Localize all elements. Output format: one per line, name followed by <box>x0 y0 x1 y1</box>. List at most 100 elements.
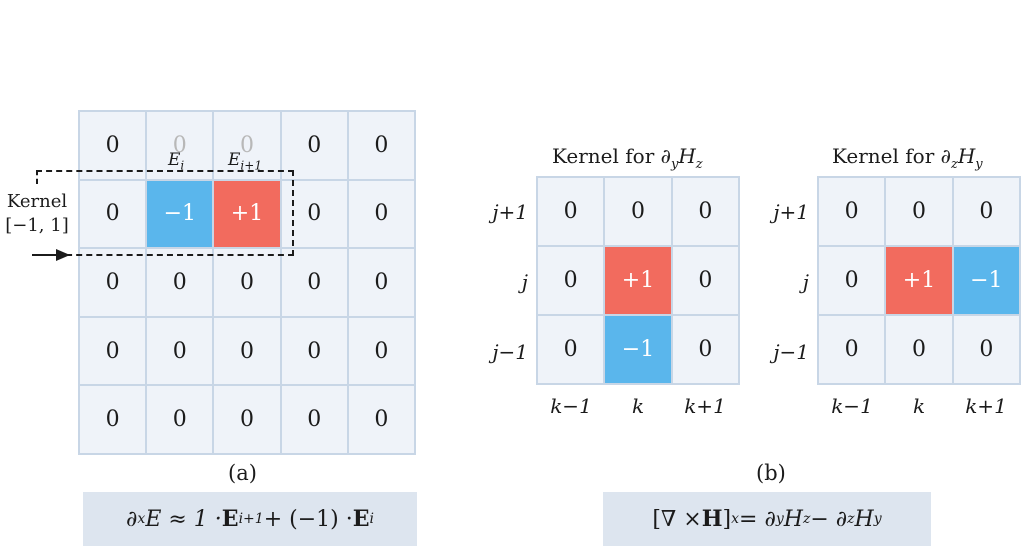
grid-a: 0 0 0 0 0 0 −1 +1 0 0 0 0 0 0 0 0 0 0 0 … <box>78 110 416 455</box>
kernel2-cell: 0 <box>953 178 1019 245</box>
grid-a-cell: 0 <box>80 180 146 248</box>
grid-a-cell-negative: −1 <box>147 180 213 248</box>
kernel2-cell: 0 <box>819 316 885 383</box>
formula-b-t2-sub: y <box>873 511 882 527</box>
kernel1-row-label: j+1 <box>492 200 528 224</box>
kernel1-col-label: k+1 <box>684 394 726 418</box>
kernel1-cell-positive: +1 <box>605 247 671 314</box>
kernel-label: Kernel [−1, 1] <box>2 190 72 238</box>
formula-a-partial-sub: x <box>137 511 146 527</box>
kernel1-cell: 0 <box>672 247 738 314</box>
kernel2-title-var: H <box>957 144 976 168</box>
kernel1-cell: 0 <box>538 316 604 383</box>
kernel2-title-sub: z <box>950 157 958 172</box>
kernel2-title-var-sub: y <box>975 157 983 172</box>
formula-a-partial: ∂ <box>126 506 138 532</box>
kernel1-cell: 0 <box>605 178 671 245</box>
grid-a-cell: 0 <box>80 249 146 316</box>
kernel2-title: Kernel for ∂zHy <box>832 144 983 172</box>
kernel1-col-label: k−1 <box>550 394 592 418</box>
formula-b-open: [∇ × <box>652 506 702 532</box>
kernel1-cell: 0 <box>538 247 604 314</box>
kernel2-col-label: k <box>912 394 926 418</box>
grid-a-cell-positive: +1 <box>214 180 280 248</box>
formula-b-close: ] <box>722 506 732 532</box>
kernel1-cell-negative: −1 <box>605 316 671 383</box>
kernel1-title-prefix: Kernel for ∂ <box>552 144 671 168</box>
grid-a-cell: 0 <box>147 112 213 179</box>
kernel2-cell: 0 <box>886 316 952 383</box>
grid-a-cell: 0 <box>214 317 280 385</box>
grid-a-cell: 0 <box>281 112 347 179</box>
grid-a-cell: 0 <box>147 249 213 316</box>
arrow-icon <box>32 249 70 261</box>
formula-b-d2-sub: z <box>847 511 855 527</box>
label-e-i-plus-1: Ei+1 <box>228 150 262 172</box>
grid-a-cell: 0 <box>348 317 414 385</box>
kernel2-cell: 0 <box>819 247 885 314</box>
grid-a-cell: 0 <box>80 386 146 453</box>
kernel-dashed-box <box>36 170 294 256</box>
formula-b-t2: H <box>854 506 874 532</box>
label-e-i1-base: E <box>228 150 241 170</box>
caption-b: (b) <box>756 461 786 485</box>
kernel2-row-label: j−1 <box>773 340 809 364</box>
formula-a-e1-sub: i+1 <box>238 511 264 527</box>
label-e-i-sub: i <box>180 158 185 173</box>
formula-b-t1: H <box>783 506 803 532</box>
kernel2-title-prefix: Kernel for ∂ <box>832 144 951 168</box>
label-e-i-base: E <box>168 150 181 170</box>
kernel1-title: Kernel for ∂yHz <box>552 144 703 172</box>
caption-a: (a) <box>228 461 257 485</box>
kernel-dashed-bottom <box>56 254 294 256</box>
label-e-i: Ei <box>168 150 184 172</box>
kernel2-grid: 0 0 0 0 +1 −1 0 0 0 <box>817 176 1021 385</box>
kernel2-row-label: j+1 <box>773 200 809 224</box>
kernel1-row-label: j−1 <box>492 340 528 364</box>
kernel2-col-label: k−1 <box>831 394 873 418</box>
kernel2-col-label: k+1 <box>965 394 1007 418</box>
kernel2-row-label: j <box>802 270 809 294</box>
formula-b-t1-sub: z <box>802 511 811 527</box>
kernel1-grid: 0 0 0 0 +1 0 0 −1 0 <box>536 176 740 385</box>
kernel2-cell: 0 <box>819 178 885 245</box>
kernel1-col-label: k <box>631 394 645 418</box>
formula-b-h: H <box>701 506 723 532</box>
formula-a-e1: E <box>221 506 239 532</box>
kernel2-cell-positive: +1 <box>886 247 952 314</box>
formula-b-minus: − ∂ <box>810 506 848 532</box>
grid-a-cell: 0 <box>281 249 347 316</box>
kernel1-title-var: H <box>678 144 696 168</box>
grid-a-cell: 0 <box>214 249 280 316</box>
grid-a-cell: 0 <box>80 317 146 385</box>
grid-a-cell: 0 <box>281 386 347 453</box>
grid-a-cell: 0 <box>147 317 213 385</box>
kernel-dashed-corner <box>36 170 40 184</box>
grid-a-cell: 0 <box>281 317 347 385</box>
label-e-i1-sub: i+1 <box>240 158 262 173</box>
kernel1-cell: 0 <box>672 316 738 383</box>
grid-a-cell: 0 <box>80 112 146 179</box>
formula-a-e2-sub: i <box>369 511 374 527</box>
kernel-label-line1: Kernel <box>6 191 68 212</box>
grid-a-cell: 0 <box>214 112 280 179</box>
grid-a-cell: 0 <box>348 180 414 248</box>
kernel1-row-label: j <box>521 270 528 294</box>
kernel2-cell: 0 <box>886 178 952 245</box>
kernel2-cell: 0 <box>953 316 1019 383</box>
formula-a-lhs: E ≈ 1 · <box>145 506 222 532</box>
grid-a-cell: 0 <box>147 386 213 453</box>
kernel1-title-var-sub: z <box>695 157 703 172</box>
formula-b-close-sub: x <box>731 511 740 527</box>
formula-b-eq: = ∂ <box>739 506 776 532</box>
grid-a-cell: 0 <box>348 386 414 453</box>
grid-a-cell: 0 <box>348 249 414 316</box>
formula-a-mid: + (−1) · <box>263 506 353 532</box>
kernel2-cell-negative: −1 <box>953 247 1019 314</box>
kernel1-cell: 0 <box>672 178 738 245</box>
kernel1-title-sub: y <box>670 157 679 172</box>
formula-a-e2: E <box>352 506 370 532</box>
grid-a-cell: 0 <box>214 386 280 453</box>
